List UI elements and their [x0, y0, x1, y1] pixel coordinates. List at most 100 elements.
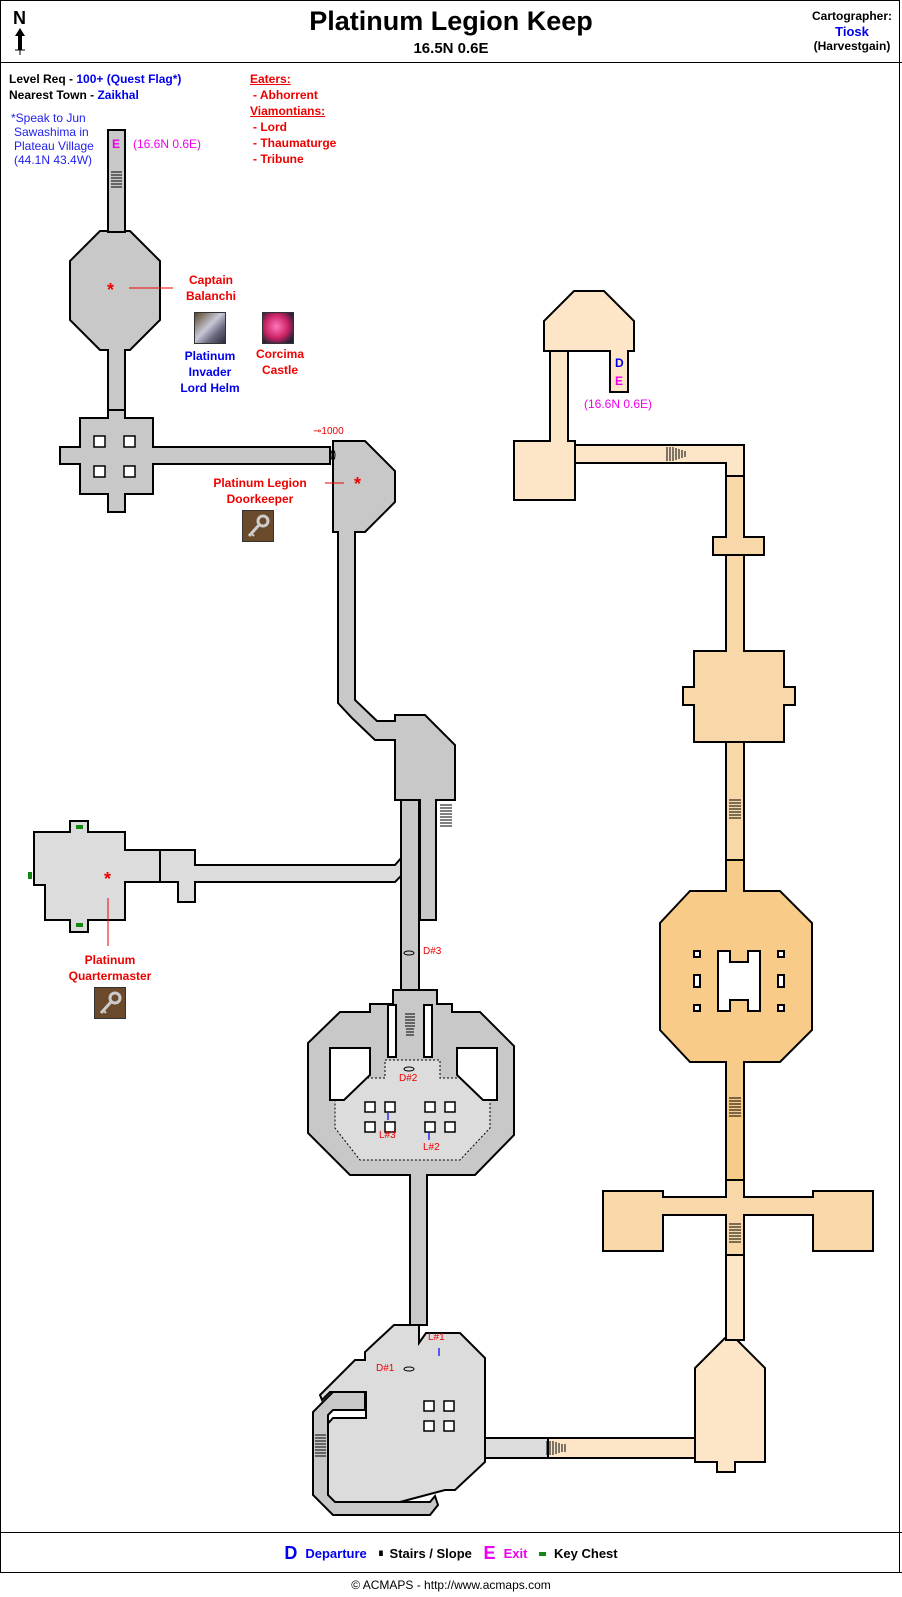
stairs-icon-top-exit — [111, 171, 122, 188]
legend-divider-top — [0, 1532, 902, 1533]
item-label-helm: Platinum Invader Lord Helm — [172, 348, 248, 396]
monster-group-eaters: Eaters: — [250, 72, 291, 86]
key-icon — [242, 510, 274, 542]
cartographer-server: (Harvestgain) — [813, 39, 891, 53]
key-chest-north — [76, 825, 83, 829]
north-label: N — [13, 8, 26, 28]
cartographer-label: Cartographer: — [811, 9, 892, 23]
stairs-icon-central-hall — [405, 1013, 415, 1036]
dungeon-coords: 16.5N 0.6E — [413, 40, 489, 57]
loop-corridor — [312, 1391, 440, 1516]
stairs-icon-east-mid — [729, 799, 741, 819]
monster-item: - Tribune — [253, 152, 304, 166]
captain-room — [69, 230, 161, 411]
door-icon-doorkeeper — [330, 449, 336, 461]
label-line: Castle — [261, 363, 299, 377]
label-line: Platinum Legion — [213, 476, 307, 490]
east-plus-room — [682, 554, 796, 743]
monster-item: - Abhorrent — [253, 88, 318, 102]
main-corridor — [400, 799, 420, 991]
quest-note: *Speak to Jun Sawashima in Plateau Villa… — [11, 111, 94, 167]
info-block: Level Req - 100+ (Quest Flag*) Nearest T… — [9, 71, 181, 103]
bottom-hall — [318, 1324, 681, 1511]
stairs-icon-loop — [315, 1434, 326, 1457]
east-cross-room — [602, 1179, 874, 1256]
key-chest-west — [28, 872, 32, 879]
door-label-d1: D#1 — [376, 1363, 395, 1374]
cartographer-block: Cartographer: Tiosk (Harvestgain) — [812, 9, 892, 54]
stairs-icon-east-cross — [729, 1223, 741, 1243]
nearest-town-label: Nearest Town - — [9, 88, 95, 102]
header-divider — [0, 62, 902, 63]
key-chest-south — [76, 923, 83, 927]
stairs-icon-upper-hall — [440, 804, 452, 827]
label-line: Lord Helm — [180, 381, 240, 395]
level-req-value: 100+ (Quest Flag*) — [76, 72, 182, 86]
npc-label-captain: Captain Balanchi — [176, 272, 246, 304]
level-req-label: Level Req - — [9, 72, 74, 86]
npc-label-quartermaster: Platinum Quartermaster — [60, 952, 160, 984]
npc-marker-captain: * — [107, 280, 115, 300]
east-exit-room — [543, 290, 635, 393]
door-icon-d2 — [403, 1066, 415, 1072]
page-title: Platinum Legion Keep — [309, 6, 593, 36]
label-line: Platinum — [84, 953, 136, 967]
label-line: Platinum — [184, 349, 236, 363]
legend-stairs-label: Stairs / Slope — [389, 1546, 472, 1561]
bottom-east-corridor — [547, 1437, 697, 1459]
quartermaster-corridor — [159, 849, 403, 903]
legend-exit-label: Exit — [503, 1546, 528, 1561]
stairs-legend-icon: ıııı — [378, 1548, 383, 1559]
label-line: Balanchi — [185, 289, 236, 303]
quest-note-line: *Speak to Jun — [11, 111, 86, 125]
quest-note-line: Plateau Village — [14, 139, 94, 153]
monster-list: Eaters: - Abhorrent Viamontians: - Lord … — [250, 71, 336, 167]
central-hall-floor — [334, 1059, 491, 1161]
legend-departure-label: Departure — [305, 1546, 367, 1561]
legend-chest-label: Key Chest — [554, 1546, 618, 1561]
legend-departure-letter: D — [284, 1543, 298, 1563]
monster-group-viamontians: Viamontians: — [250, 104, 326, 118]
lever-label-l3: L#3 — [379, 1130, 396, 1141]
chest-legend-icon — [539, 1551, 547, 1556]
exit-marker-top: E — [112, 137, 121, 151]
label-line: Quartermaster — [68, 969, 152, 983]
monster-item: - Thaumaturge — [253, 136, 337, 150]
legend-divider-bottom — [0, 1572, 902, 1573]
npc-label-doorkeeper: Platinum Legion Doorkeeper — [200, 475, 320, 507]
label-line: Invader — [188, 365, 232, 379]
label-line: Corcima — [255, 347, 305, 361]
stairs-icon-east-lower — [729, 1097, 741, 1117]
quest-note-line: Sawashima in — [14, 125, 89, 139]
stairs-icon-east-corridor — [666, 447, 686, 461]
copyright: © ACMAPS - http://www.acmaps.com — [351, 1578, 551, 1592]
door-label-d2: D#2 — [399, 1073, 418, 1084]
quartermaster-room — [33, 820, 161, 933]
doorkeeper-room — [332, 440, 456, 921]
southeast-room — [694, 1337, 766, 1473]
orb-icon — [262, 312, 294, 344]
stairs-icon-south-corridor — [546, 1441, 566, 1455]
departure-marker: D — [615, 356, 624, 370]
east-grand-hall — [659, 859, 813, 1181]
cartographer-name: Tiosk — [835, 24, 869, 39]
door-label-d3: D#3 — [423, 946, 442, 957]
north-arrow-icon — [15, 28, 25, 55]
key-small-icon: ⊸ — [313, 426, 322, 437]
exit-marker-east: E — [615, 374, 624, 388]
label-line: Doorkeeper — [226, 492, 294, 506]
monster-item: - Lord — [253, 120, 287, 134]
east-entry-room — [513, 349, 576, 501]
item-label-corcima: Corcima Castle — [250, 346, 310, 378]
lever-label-l1: L#1 — [428, 1332, 445, 1343]
north-east-corridor — [570, 444, 745, 477]
key-cost-value: 1000 — [321, 426, 344, 437]
key-cost-label: ⊸1000 — [313, 426, 344, 437]
key-icon — [94, 987, 126, 1019]
nearest-town-value: Zaikhal — [97, 88, 139, 102]
quest-note-line: (44.1N 43.4W) — [14, 153, 93, 167]
npc-marker-doorkeeper: * — [354, 474, 362, 494]
exit-coords-east: (16.6N 0.6E) — [584, 397, 653, 411]
